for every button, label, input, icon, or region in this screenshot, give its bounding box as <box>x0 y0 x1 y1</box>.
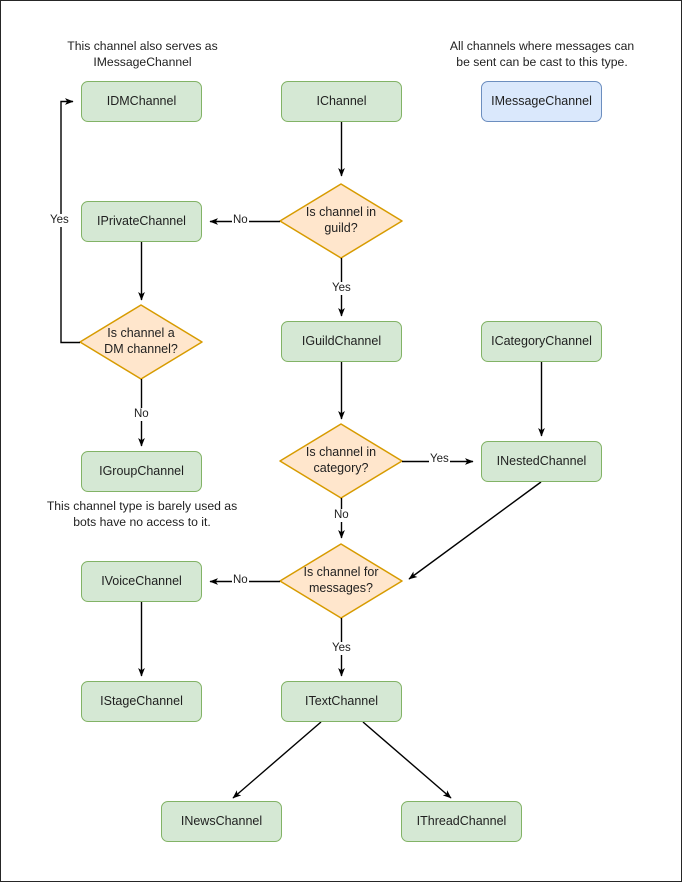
note-group-line1: This channel type is barely used as <box>46 499 238 513</box>
edge-itextchannel-to-inewschannel <box>232 721 322 799</box>
decision-is-in-category[interactable]: Is channel in category? <box>280 424 402 498</box>
node-igroupchannel[interactable]: IGroupChannel <box>81 451 202 492</box>
decision-is-for-messages-label: Is channel for messages? <box>280 544 402 618</box>
decision-is-in-category-label: Is channel in category? <box>280 424 402 498</box>
edge-itextchannel-to-ithreadchannel <box>362 721 452 799</box>
node-istagechannel-label: IStageChannel <box>100 694 183 708</box>
decision-is-for-messages-line2: messages? <box>309 581 373 595</box>
note-dm-line1: This channel also serves as <box>67 39 218 53</box>
node-itextchannel[interactable]: ITextChannel <box>281 681 402 722</box>
decision-is-in-category-line1: Is channel in <box>305 445 377 460</box>
node-icategorychannel-label: ICategoryChannel <box>491 334 592 348</box>
decision-is-dm-channel-label: Is channel a DM channel? <box>80 305 202 379</box>
decision-is-in-guild-line1: Is channel in <box>305 205 377 220</box>
node-iguildchannel[interactable]: IGuildChannel <box>281 321 402 362</box>
node-istagechannel[interactable]: IStageChannel <box>81 681 202 722</box>
decision-is-dm-channel-line2: DM channel? <box>104 342 178 356</box>
edge-label-guild-yes: Yes <box>331 282 352 295</box>
node-inewschannel[interactable]: INewsChannel <box>161 801 282 842</box>
node-idmchannel[interactable]: IDMChannel <box>81 81 202 122</box>
node-igroupchannel-label: IGroupChannel <box>99 464 184 478</box>
edge-label-guild-no: No <box>232 214 249 227</box>
node-ivoicechannel-label: IVoiceChannel <box>101 574 182 588</box>
node-ichannel-label: IChannel <box>316 94 367 108</box>
edge-label-messages-yes: Yes <box>331 642 352 655</box>
decision-is-in-category-line2: category? <box>313 461 369 475</box>
node-idmchannel-label: IDMChannel <box>106 94 177 108</box>
node-imessagechannel-label: IMessageChannel <box>491 94 592 108</box>
note-message-line2: be sent can be cast to this type. <box>456 54 628 69</box>
node-imessagechannel[interactable]: IMessageChannel <box>481 81 602 122</box>
edge-label-dm-no: No <box>133 408 150 421</box>
node-iprivatechannel[interactable]: IPrivateChannel <box>81 201 202 242</box>
node-ithreadchannel[interactable]: IThreadChannel <box>401 801 522 842</box>
decision-is-in-guild-line2: guild? <box>324 221 358 235</box>
note-dm-channel: This channel also serves as IMessageChan… <box>55 39 230 71</box>
edge-label-dm-yes: Yes <box>49 214 70 227</box>
node-iprivatechannel-label: IPrivateChannel <box>97 214 186 228</box>
decision-is-for-messages-line1: Is channel for <box>303 565 379 580</box>
node-ichannel[interactable]: IChannel <box>281 81 402 122</box>
note-message-line1: All channels where messages can <box>449 39 635 53</box>
node-inestedchannel[interactable]: INestedChannel <box>481 441 602 482</box>
note-group-channel: This channel type is barely used as bots… <box>43 499 241 531</box>
node-itextchannel-label: ITextChannel <box>305 694 378 708</box>
decision-is-dm-channel[interactable]: Is channel a DM channel? <box>80 305 202 379</box>
edge-label-category-yes: Yes <box>429 453 450 466</box>
decision-is-for-messages[interactable]: Is channel for messages? <box>280 544 402 618</box>
node-ivoicechannel[interactable]: IVoiceChannel <box>81 561 202 602</box>
decision-is-in-guild-label: Is channel in guild? <box>280 184 402 258</box>
decision-is-dm-channel-line1: Is channel a <box>107 326 175 341</box>
note-message-channel: All channels where messages can be sent … <box>444 39 640 71</box>
edge-inestedchannel-to-messages <box>408 481 542 580</box>
node-inestedchannel-label: INestedChannel <box>496 454 587 468</box>
note-dm-line2: IMessageChannel <box>93 54 192 69</box>
node-inewschannel-label: INewsChannel <box>180 814 263 828</box>
decision-is-in-guild[interactable]: Is channel in guild? <box>280 184 402 258</box>
edge-label-messages-no: No <box>232 574 249 587</box>
node-icategorychannel[interactable]: ICategoryChannel <box>481 321 602 362</box>
node-iguildchannel-label: IGuildChannel <box>301 334 382 348</box>
note-group-line2: bots have no access to it. <box>73 514 211 529</box>
edge-label-category-no: No <box>333 509 350 522</box>
node-ithreadchannel-label: IThreadChannel <box>416 814 507 828</box>
